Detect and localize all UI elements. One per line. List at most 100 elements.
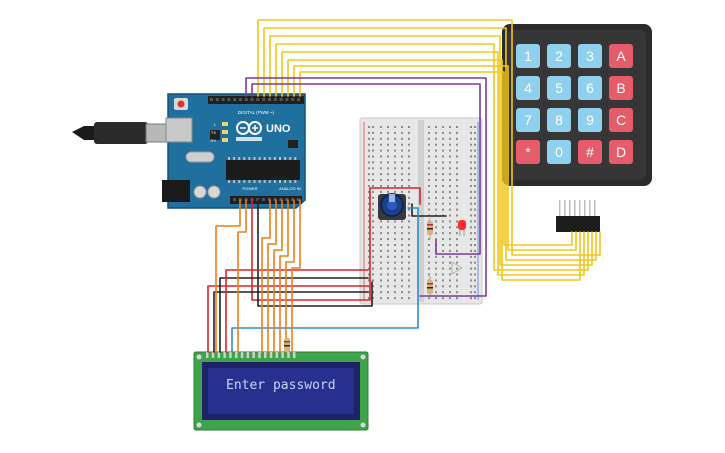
hole (372, 202, 374, 205)
keypad-key[interactable]: # (578, 140, 602, 164)
hole (474, 255, 476, 258)
keypad-key[interactable]: 8 (547, 108, 571, 132)
hole (368, 137, 370, 140)
keypad-key[interactable]: 0 (547, 140, 571, 164)
keypad-key[interactable]: 3 (578, 44, 602, 68)
photodiode-ghost (451, 261, 463, 275)
keypad-key[interactable]: 6 (578, 76, 602, 100)
hole (428, 208, 430, 211)
keypad-key[interactable]: D (609, 140, 633, 164)
hole (442, 244, 444, 246)
hole (470, 232, 472, 235)
wire-orange (279, 199, 289, 353)
hole (442, 220, 444, 223)
header-pin (227, 98, 231, 101)
hole (428, 173, 430, 176)
hole (401, 137, 403, 140)
hole (449, 137, 451, 140)
chip-pins (228, 157, 297, 183)
hole (456, 220, 458, 223)
hole (380, 261, 382, 264)
wire-orange (237, 199, 247, 353)
hole (380, 126, 382, 128)
hole (394, 261, 396, 264)
hole (449, 167, 451, 170)
hole (380, 173, 382, 176)
hole (442, 190, 444, 193)
keypad-key[interactable]: 2 (547, 44, 571, 68)
hole (456, 273, 458, 276)
hole (394, 291, 396, 294)
keypad-key[interactable]: 1 (516, 44, 540, 68)
hole (435, 143, 437, 146)
hole (368, 179, 370, 182)
keypad-key[interactable]: 9 (578, 108, 602, 132)
hole (456, 137, 458, 140)
hole (372, 214, 374, 217)
hole (428, 155, 430, 158)
hole (368, 167, 370, 170)
hole (474, 185, 476, 187)
hole (474, 137, 476, 140)
hole (456, 149, 458, 152)
header-pin (268, 98, 271, 101)
hole (372, 137, 374, 140)
header-pin (262, 98, 266, 101)
hole (456, 255, 458, 258)
keypad-pin (569, 200, 571, 216)
hole (387, 185, 389, 187)
hole (380, 249, 382, 252)
hole (368, 226, 370, 229)
hole (368, 297, 370, 300)
hole (474, 208, 476, 211)
icsp-header (288, 140, 298, 148)
potentiometer[interactable] (378, 193, 406, 220)
hole (368, 244, 370, 246)
chip-pin (263, 180, 266, 183)
hole (474, 232, 476, 235)
lcd-pin (252, 352, 255, 358)
chip-pin (263, 157, 266, 160)
header-pin (291, 98, 295, 101)
hole (442, 255, 444, 258)
hole (368, 202, 370, 205)
hole (442, 185, 444, 187)
hole (442, 179, 444, 182)
hole (372, 267, 374, 270)
hole (401, 155, 403, 158)
hole (456, 173, 458, 176)
lcd-pin (246, 352, 250, 358)
hole (408, 149, 410, 152)
hole (368, 238, 370, 241)
header-pin (233, 198, 236, 201)
reset-button-cap (177, 100, 185, 108)
hole (372, 190, 374, 193)
hole (401, 167, 403, 170)
hole (442, 137, 444, 140)
keypad-key[interactable]: * (516, 140, 540, 164)
hole (474, 173, 476, 176)
chip-pin (268, 180, 271, 183)
hole (387, 261, 389, 264)
hole (474, 214, 476, 217)
keypad-key[interactable]: B (609, 76, 633, 100)
keypad-pin (559, 200, 561, 216)
wire-black (257, 199, 373, 307)
keypad-key[interactable]: A (609, 44, 633, 68)
hole (474, 238, 476, 241)
hole (474, 190, 476, 193)
hole (372, 143, 374, 146)
hole (470, 279, 472, 282)
hole (401, 291, 403, 294)
keypad-key[interactable]: 4 (516, 76, 540, 100)
hole (394, 185, 396, 187)
hole (372, 279, 374, 282)
hole (474, 126, 476, 128)
keypad-key[interactable]: 7 (516, 108, 540, 132)
hole (408, 131, 410, 134)
keypad-key-label: 0 (555, 144, 563, 160)
hole (449, 279, 451, 282)
keypad-key[interactable]: C (609, 108, 633, 132)
hole (428, 297, 430, 300)
keypad-key[interactable]: 5 (547, 76, 571, 100)
